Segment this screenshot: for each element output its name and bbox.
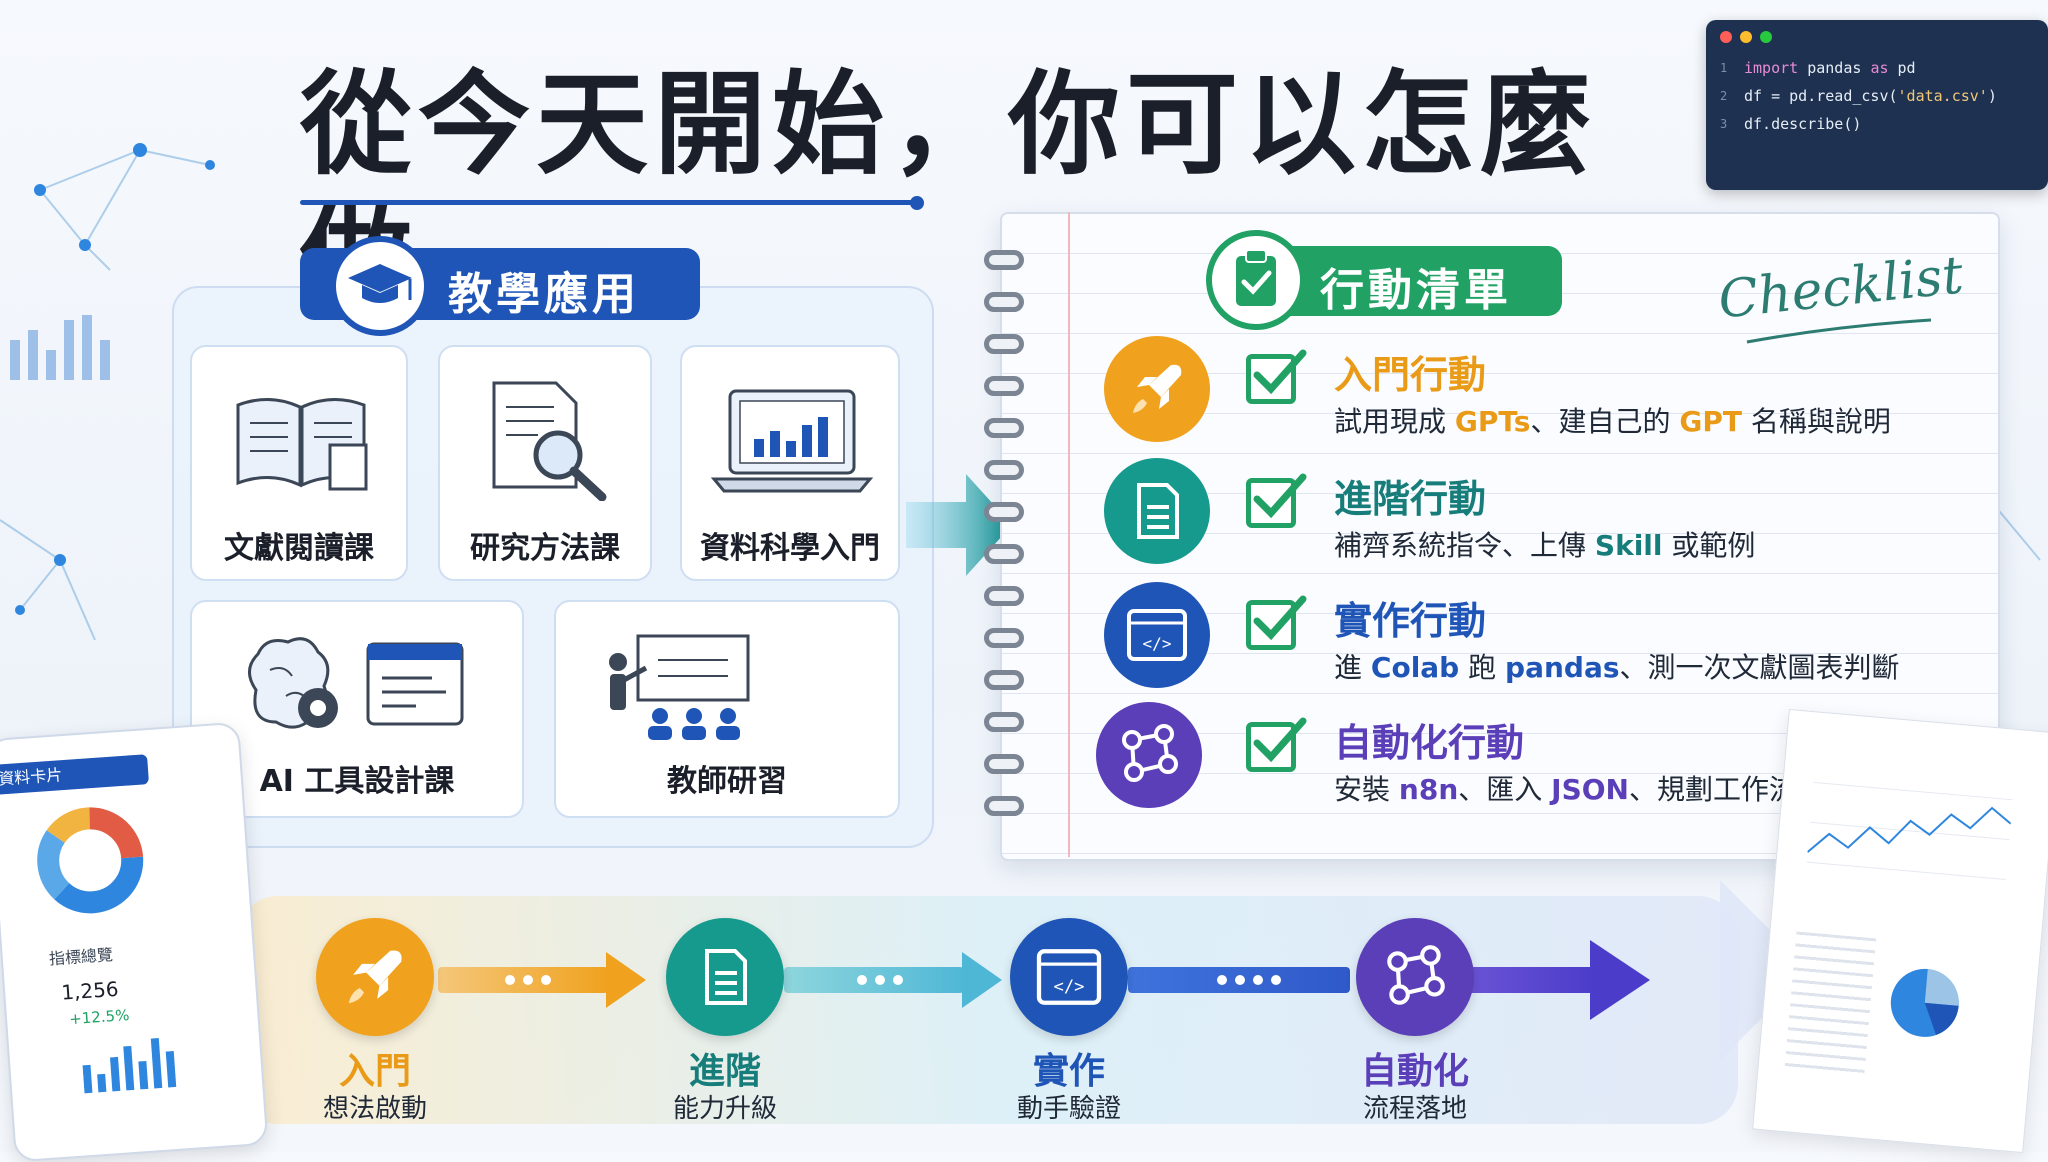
metric-label: 指標總覽 bbox=[48, 945, 114, 969]
svg-text:</>: </> bbox=[1054, 977, 1085, 997]
course-card-research-methods[interactable]: 研究方法課 bbox=[438, 345, 652, 581]
action-description: 補齊系統指令、上傳 Skill 或範例 bbox=[1334, 529, 1756, 562]
spiral-ring bbox=[984, 376, 1024, 396]
flow-dots bbox=[1217, 975, 1281, 985]
brain-gear-icon bbox=[248, 637, 464, 729]
spiral-ring bbox=[984, 628, 1024, 648]
maximize-dot-icon[interactable] bbox=[1760, 31, 1772, 43]
code-window-titlebar bbox=[1706, 20, 2048, 54]
flow-dots bbox=[857, 975, 903, 985]
flow-step-title: 進階 bbox=[688, 1051, 761, 1092]
progress-flow-band bbox=[238, 896, 1738, 1124]
action-description: 試用現成 GPTs、建自己的 GPT 名稱與說明 bbox=[1334, 405, 1891, 438]
action-heading: 行動清單 bbox=[1320, 265, 1512, 316]
checkmark-icon bbox=[1253, 349, 1307, 395]
flow-step-subtitle: 流程落地 bbox=[1362, 1094, 1467, 1124]
course-card-literature[interactable]: 文獻閱讀課 bbox=[190, 345, 408, 581]
teaching-heading: 教學應用 bbox=[448, 269, 640, 320]
document-icon bbox=[1104, 458, 1210, 564]
course-card-teacher-training[interactable]: 教師研習 bbox=[554, 600, 900, 818]
flow-connector-arrow-icon bbox=[606, 952, 646, 1008]
course-card-data-science[interactable]: 資料科學入門 bbox=[680, 345, 900, 581]
title-underline-dot bbox=[910, 196, 924, 210]
report-text-lines bbox=[1784, 931, 1877, 1078]
presenter-icon bbox=[609, 634, 750, 740]
title-underline bbox=[300, 200, 920, 205]
action-checkbox[interactable] bbox=[1246, 717, 1307, 772]
spiral-ring bbox=[984, 586, 1024, 606]
action-checkbox[interactable] bbox=[1246, 595, 1307, 650]
metric-delta: +12.5% bbox=[68, 1006, 130, 1029]
laptop-chart-icon bbox=[710, 389, 874, 493]
spiral-ring bbox=[984, 334, 1024, 354]
flow-step-subtitle: 想法啟動 bbox=[322, 1094, 427, 1124]
flow-step-title: 入門 bbox=[338, 1051, 411, 1092]
magnifier-document-icon bbox=[492, 381, 607, 501]
flow-document-icon bbox=[666, 918, 784, 1036]
flow-workflow-nodes-icon bbox=[1356, 918, 1474, 1036]
clipboard-check-icon bbox=[1206, 230, 1306, 330]
action-checkbox[interactable] bbox=[1246, 473, 1307, 528]
flow-step-subtitle: 動手驗證 bbox=[1016, 1094, 1121, 1124]
open-book-icon bbox=[236, 397, 368, 491]
spiral-ring bbox=[984, 712, 1024, 732]
code-line: 2 df = pd.read_csv('data.csv') bbox=[1720, 87, 1997, 105]
flow-step-subtitle: 能力升級 bbox=[672, 1094, 777, 1124]
flow-connector bbox=[1466, 967, 1596, 993]
pie-chart-icon bbox=[1890, 968, 1959, 1037]
spiral-ring bbox=[984, 544, 1024, 564]
code-line: 3 df.describe() bbox=[1720, 115, 1862, 133]
minimize-dot-icon[interactable] bbox=[1740, 31, 1752, 43]
spiral-ring bbox=[984, 796, 1024, 816]
close-dot-icon[interactable] bbox=[1720, 31, 1732, 43]
spiral-ring bbox=[984, 670, 1024, 690]
donut-chart-icon bbox=[37, 807, 144, 914]
action-description: 安裝 n8n、匯入 JSON、規劃工作流 bbox=[1334, 773, 1798, 806]
code-line: 1 import pandas as pd bbox=[1720, 59, 1916, 77]
action-title: 自動化行動 bbox=[1334, 721, 1525, 765]
flow-rocket-icon bbox=[316, 918, 434, 1036]
spiral-ring bbox=[984, 460, 1024, 480]
checkmark-icon bbox=[1253, 473, 1307, 519]
flow-step-title: 自動化 bbox=[1360, 1051, 1469, 1092]
flow-connector-arrow-icon bbox=[962, 952, 1002, 1008]
phone-card-label: 資料卡片 bbox=[0, 754, 150, 796]
flow-dots bbox=[505, 975, 551, 985]
action-title: 進階行動 bbox=[1334, 477, 1487, 521]
line-chart-icon bbox=[1806, 781, 2013, 881]
course-card-label: 研究方法課 bbox=[470, 531, 620, 566]
svg-text:</>: </> bbox=[1143, 634, 1172, 653]
phone-dashboard: 資料卡片 指標總覽 1,256 +12.5% bbox=[0, 721, 269, 1162]
course-card-ai-tools[interactable]: AI 工具設計課 bbox=[190, 600, 524, 818]
spiral-ring bbox=[984, 754, 1024, 774]
workflow-nodes-icon bbox=[1096, 702, 1202, 808]
action-checkbox[interactable] bbox=[1246, 349, 1307, 404]
notebook-margin-line bbox=[1068, 212, 1070, 857]
course-card-label: 資料科學入門 bbox=[700, 531, 880, 566]
flow-code-window-icon: </> bbox=[1010, 918, 1128, 1036]
checkmark-icon bbox=[1253, 717, 1307, 763]
spiral-ring bbox=[984, 502, 1024, 522]
flow-step-title: 實作 bbox=[1032, 1051, 1105, 1092]
code-window-icon: </> bbox=[1104, 582, 1210, 688]
checklist-underline bbox=[1746, 318, 1932, 344]
metric-value: 1,256 bbox=[60, 976, 120, 1005]
checkmark-icon bbox=[1253, 595, 1307, 641]
flow-end-arrow-icon bbox=[1590, 940, 1650, 1020]
action-title: 實作行動 bbox=[1334, 599, 1487, 643]
spiral-ring bbox=[984, 292, 1024, 312]
mini-bar-chart-icon bbox=[82, 1038, 177, 1094]
graduation-cap-icon bbox=[330, 236, 430, 336]
code-window: 1 import pandas as pd 2 df = pd.read_csv… bbox=[1706, 20, 2048, 190]
spiral-ring bbox=[984, 250, 1024, 270]
action-description: 進 Colab 跑 pandas、測一次文獻圖表判斷 bbox=[1334, 651, 1900, 684]
flow-connector bbox=[784, 967, 964, 993]
spiral-ring bbox=[984, 418, 1024, 438]
course-card-label: 文獻閱讀課 bbox=[224, 531, 374, 566]
action-title: 入門行動 bbox=[1334, 353, 1487, 397]
course-card-label: AI 工具設計課 bbox=[259, 764, 455, 799]
rocket-icon bbox=[1104, 336, 1210, 442]
report-document bbox=[1752, 708, 2048, 1154]
course-card-label: 教師研習 bbox=[667, 764, 787, 799]
